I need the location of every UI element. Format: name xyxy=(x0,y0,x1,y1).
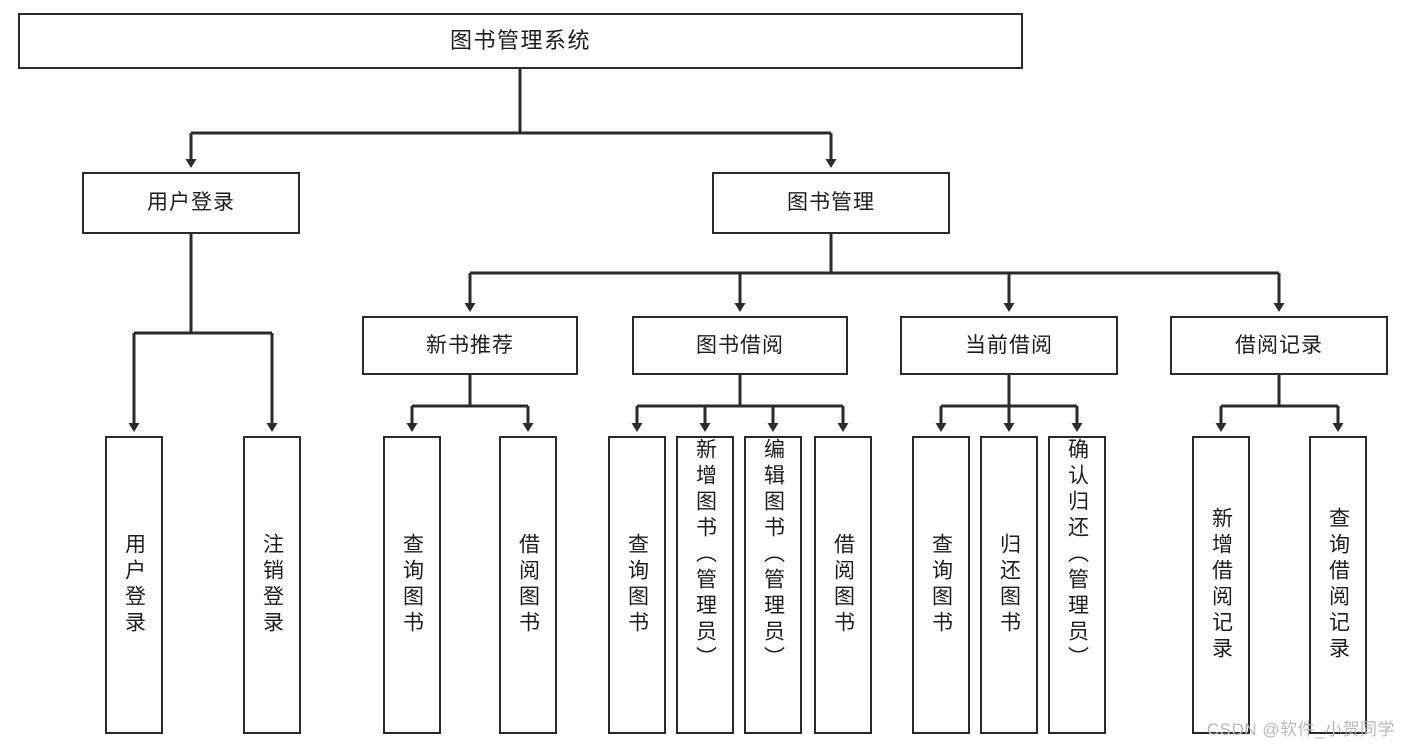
node-book-borrow[interactable]: 图书借阅 xyxy=(632,316,848,375)
node-label: 查询图书 xyxy=(400,533,424,637)
leaf-user-login-logout[interactable]: 注销登录 xyxy=(243,436,301,734)
node-label: 查询借阅记录 xyxy=(1326,507,1350,663)
leaf-current-query-book[interactable]: 查询图书 xyxy=(912,436,970,734)
node-label: 确认归还（管理员） xyxy=(1065,438,1089,672)
node-book-management[interactable]: 图书管理 xyxy=(712,172,950,234)
csdn-watermark: CSDN @软件_小贺同学 xyxy=(1206,720,1395,739)
leaf-user-login-login[interactable]: 用户登录 xyxy=(105,436,163,734)
node-label: 查询图书 xyxy=(625,533,649,637)
leaf-current-confirm-return-admin[interactable]: 确认归还（管理员） xyxy=(1048,436,1106,734)
leaf-record-query-record[interactable]: 查询借阅记录 xyxy=(1309,436,1367,734)
leaf-recommend-borrow-book[interactable]: 借阅图书 xyxy=(499,436,557,734)
leaf-borrow-query-book[interactable]: 查询图书 xyxy=(608,436,666,734)
node-user-login[interactable]: 用户登录 xyxy=(82,172,300,234)
node-current-borrow[interactable]: 当前借阅 xyxy=(900,316,1118,375)
node-label: 借阅图书 xyxy=(831,533,855,637)
node-label: 图书管理 xyxy=(787,191,875,215)
node-label: 用户登录 xyxy=(122,533,146,637)
node-label: 归还图书 xyxy=(997,533,1021,637)
node-label: 图书管理系统 xyxy=(449,28,591,54)
node-label: 新增图书（管理员） xyxy=(693,438,717,672)
leaf-record-add-record[interactable]: 新增借阅记录 xyxy=(1192,436,1250,734)
node-label: 注销登录 xyxy=(260,533,284,637)
leaf-recommend-query-book[interactable]: 查询图书 xyxy=(383,436,441,734)
node-label: 新书推荐 xyxy=(426,333,514,357)
node-borrow-record[interactable]: 借阅记录 xyxy=(1170,316,1388,375)
node-label: 新增借阅记录 xyxy=(1209,507,1233,663)
node-new-book-recommend[interactable]: 新书推荐 xyxy=(362,316,578,375)
node-label: 编辑图书（管理员） xyxy=(761,438,785,672)
node-label: 借阅图书 xyxy=(516,533,540,637)
node-label: 图书借阅 xyxy=(696,333,784,357)
node-label: 借阅记录 xyxy=(1235,333,1323,357)
node-label: 当前借阅 xyxy=(965,333,1053,357)
node-label: 查询图书 xyxy=(929,533,953,637)
leaf-borrow-borrow-book[interactable]: 借阅图书 xyxy=(814,436,872,734)
leaf-borrow-edit-book-admin[interactable]: 编辑图书（管理员） xyxy=(744,436,802,734)
leaf-borrow-add-book-admin[interactable]: 新增图书（管理员） xyxy=(676,436,734,734)
node-label: 用户登录 xyxy=(147,191,235,215)
leaf-current-return-book[interactable]: 归还图书 xyxy=(980,436,1038,734)
node-root-library-system[interactable]: 图书管理系统 xyxy=(18,13,1023,69)
